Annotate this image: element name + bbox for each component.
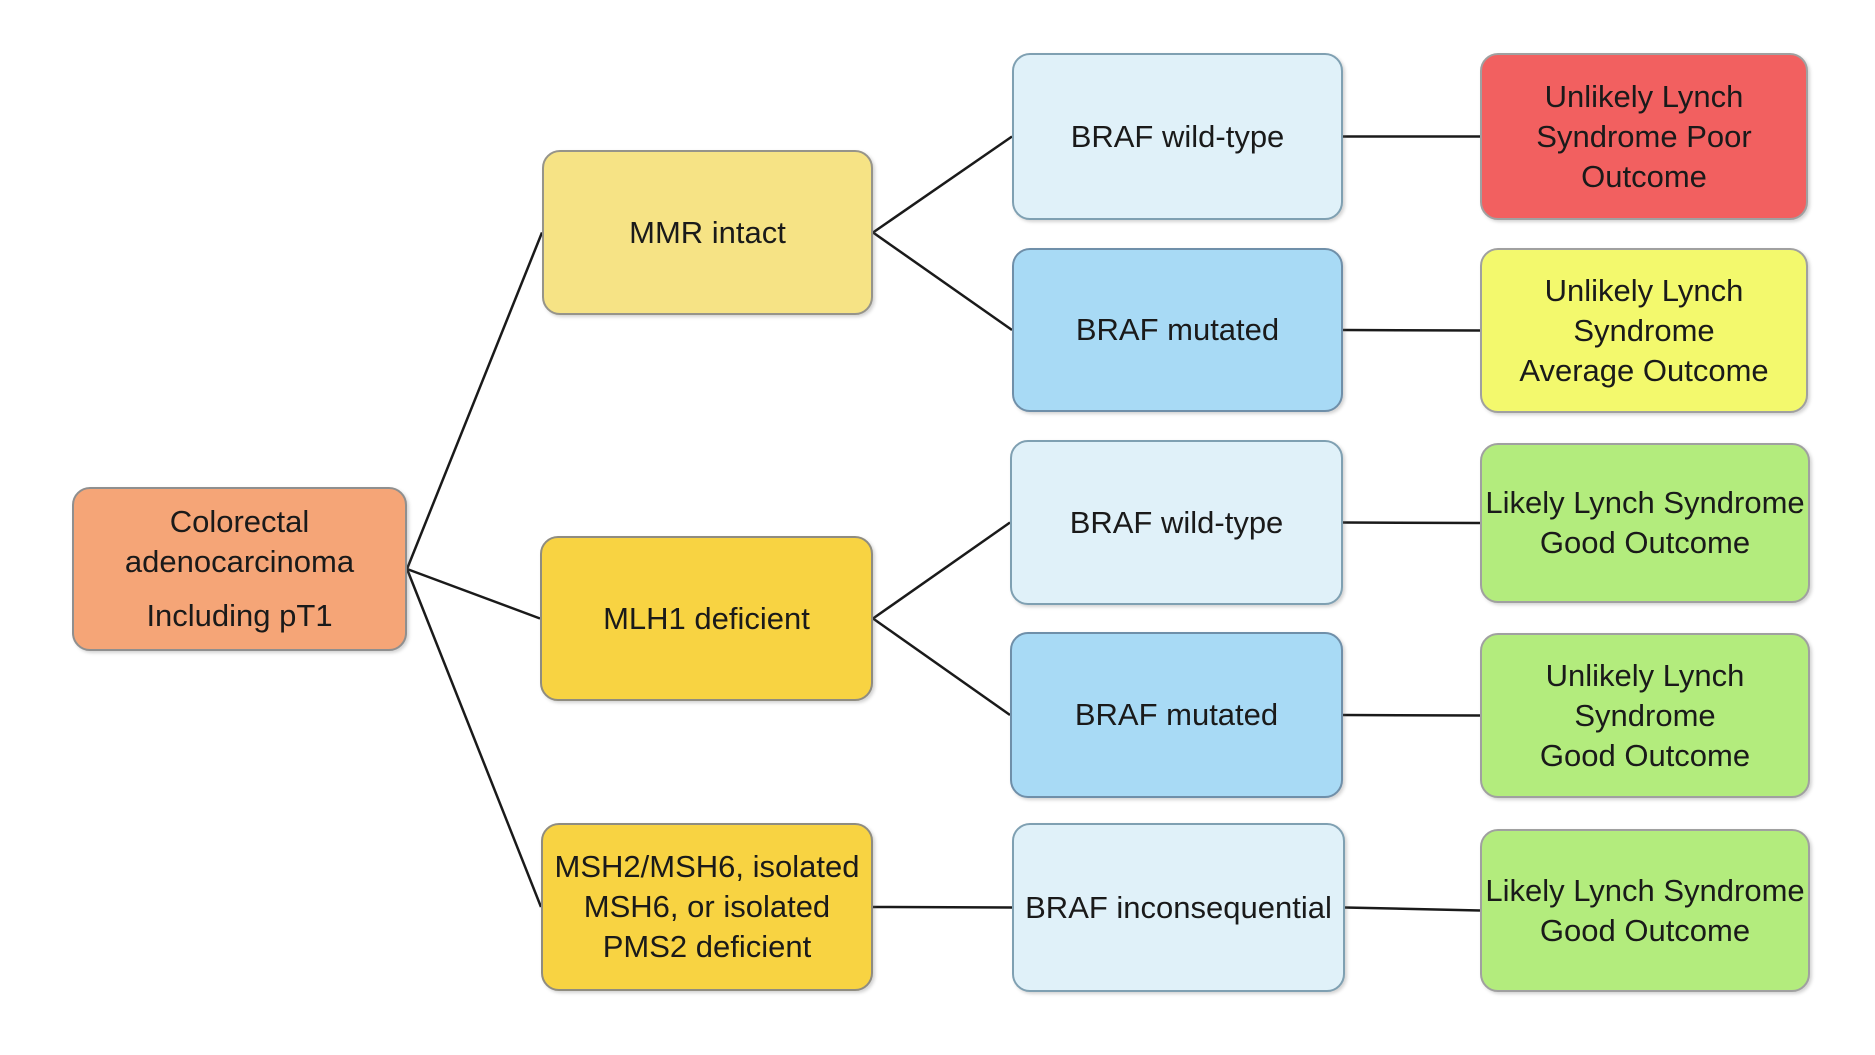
node-braf-wildtype-mlh1-branch: BRAF wild-type — [1010, 440, 1343, 605]
node-label-line: Syndrome — [1574, 697, 1716, 733]
node-label-line: Average Outcome — [1519, 352, 1769, 388]
connector-line-braf_wildtype_mlh1-to-outcome_likely_good_1 — [1342, 521, 1481, 525]
connector-line-mlh1_deficient-to-braf_wildtype_mlh1 — [872, 521, 1011, 620]
node-label-line: adenocarcinoma — [124, 544, 355, 579]
node-outcome-likely-lynch-good-1: Likely Lynch Syndrome Good Outcome — [1480, 443, 1810, 603]
connector-line-root-to-msh2_deficient — [405, 568, 543, 908]
node-braf-mutated-mmr-branch: BRAF mutated — [1012, 248, 1343, 412]
connector-line-msh2_deficient-to-braf_inconsequential — [872, 905, 1013, 909]
node-label-line: Syndrome — [1573, 312, 1715, 348]
node-label-line: Unlikely Lynch — [1544, 272, 1744, 308]
node-label-line: PMS2 deficient — [602, 929, 812, 964]
node-label-line: MSH6, or isolated — [583, 889, 831, 924]
node-label-line: Good Outcome — [1539, 912, 1751, 948]
node-outcome-unlikely-lynch-poor: Unlikely Lynch Syndrome Poor Outcome — [1480, 53, 1808, 220]
node-label-line: BRAF mutated — [1075, 312, 1280, 347]
node-label-line: BRAF wild-type — [1069, 504, 1284, 540]
node-label-line: Outcome — [1581, 158, 1707, 194]
connector-line-braf_mutated_mmr-to-outcome_unlikely_average — [1342, 328, 1481, 332]
connector-line-mlh1_deficient-to-braf_mutated_mlh1 — [872, 617, 1011, 717]
node-label-line: Likely Lynch Syndrome — [1485, 485, 1805, 520]
connector-line-mmr_intact-to-braf_mutated_mmr — [872, 231, 1013, 332]
node-colorectal-adenocarcinoma: Colorectal adenocarcinoma Including pT1 — [72, 487, 407, 651]
node-label-line: BRAF mutated — [1074, 697, 1279, 732]
node-outcome-unlikely-lynch-good: Unlikely Lynch Syndrome Good Outcome — [1480, 633, 1810, 798]
node-braf-wildtype-mmr-branch: BRAF wild-type — [1012, 53, 1343, 220]
node-label-line: Good Outcome — [1539, 525, 1751, 560]
node-label-line: MLH1 deficient — [603, 600, 810, 636]
connector-line-braf_inconsequential-to-outcome_likely_good_2 — [1344, 906, 1481, 912]
node-braf-inconsequential: BRAF inconsequential — [1012, 823, 1345, 992]
node-mmr-intact: MMR intact — [542, 150, 873, 315]
node-label-line: Unlikely Lynch — [1545, 657, 1745, 693]
node-label-line: BRAF inconsequential — [1025, 889, 1332, 925]
node-label-line: Including pT1 — [146, 598, 333, 633]
node-braf-mutated-mlh1-branch: BRAF mutated — [1010, 632, 1343, 798]
node-mlh1-deficient: MLH1 deficient — [540, 536, 873, 701]
connector-line-braf_mutated_mlh1-to-outcome_unlikely_good — [1342, 713, 1481, 717]
node-label-line: Colorectal — [169, 504, 310, 539]
node-outcome-likely-lynch-good-2: Likely Lynch Syndrome Good Outcome — [1480, 829, 1810, 992]
node-label-line: Likely Lynch Syndrome — [1485, 872, 1805, 908]
node-label-line: Unlikely Lynch — [1544, 78, 1744, 114]
node-label-line: MMR intact — [629, 214, 786, 250]
connector-line-mmr_intact-to-braf_wildtype_mmr — [872, 135, 1013, 234]
node-label-line: MSH2/MSH6, isolated — [554, 849, 860, 884]
connector-line-root-to-mmr_intact — [405, 232, 544, 570]
connector-line-root-to-mlh1_deficient — [406, 567, 541, 620]
node-outcome-unlikely-lynch-average: Unlikely Lynch Syndrome Average Outcome — [1480, 248, 1808, 413]
node-label-line: Syndrome Poor — [1536, 118, 1752, 154]
node-msh2-msh6-pms2-deficient: MSH2/MSH6, isolated MSH6, or isolated PM… — [541, 823, 873, 991]
node-label-line: BRAF wild-type — [1070, 118, 1285, 154]
node-label-line: Good Outcome — [1539, 737, 1751, 773]
